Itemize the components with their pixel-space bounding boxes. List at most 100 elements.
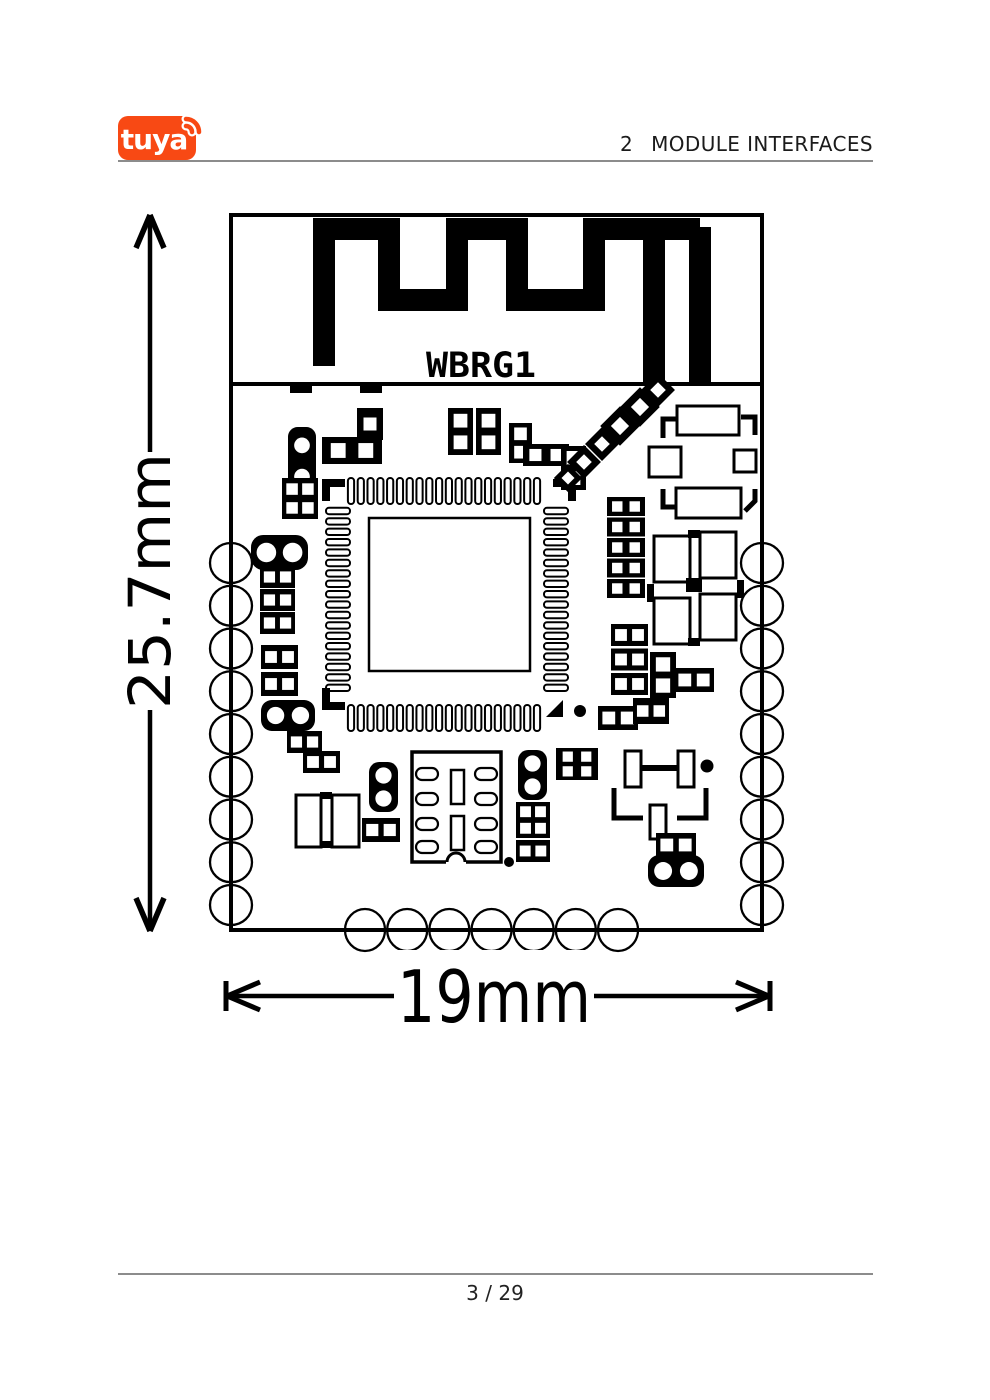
horizontal-dimension: 19mm bbox=[223, 950, 773, 1039]
castellation-pad bbox=[739, 670, 785, 713]
smd-component bbox=[698, 530, 738, 580]
qfn-pad bbox=[543, 558, 569, 568]
qfn-pad bbox=[425, 704, 434, 732]
qfn-pad bbox=[435, 704, 444, 732]
smd-component bbox=[414, 839, 440, 855]
smd-component bbox=[369, 762, 398, 812]
castellation-pad bbox=[739, 712, 785, 756]
qfn-body-outline bbox=[367, 516, 532, 673]
height-dimension-label: 25.7mm bbox=[116, 453, 184, 709]
smd-component bbox=[737, 580, 744, 598]
qfn-pad bbox=[325, 600, 351, 609]
smd-component bbox=[611, 624, 648, 646]
qfn-pad bbox=[325, 579, 351, 588]
qfn-pad bbox=[346, 704, 356, 732]
pin1-dot-marker bbox=[574, 705, 586, 717]
castellation-pad bbox=[739, 841, 785, 884]
qfn-pad bbox=[395, 704, 405, 732]
smd-component bbox=[607, 558, 645, 578]
qfn-pad bbox=[376, 477, 385, 505]
smd-component bbox=[260, 566, 295, 588]
smd-component bbox=[607, 579, 645, 598]
smd-component bbox=[473, 839, 499, 855]
smd-component bbox=[473, 791, 499, 807]
qfn-pad bbox=[543, 631, 569, 640]
smd-component bbox=[523, 444, 569, 466]
smd-component bbox=[650, 652, 676, 698]
smd-component bbox=[633, 698, 669, 724]
smd-component bbox=[518, 750, 547, 800]
qfn-pad bbox=[513, 477, 522, 505]
castellation-pad bbox=[208, 755, 254, 798]
antenna-trace bbox=[313, 218, 711, 382]
footer-rule bbox=[118, 1273, 873, 1275]
qfn-pad bbox=[415, 704, 424, 732]
logo-wordmark: tuya bbox=[121, 123, 187, 156]
qfn-pad bbox=[532, 477, 542, 505]
smd-component bbox=[362, 818, 400, 842]
castellation-pad bbox=[739, 627, 785, 670]
qfn-pad bbox=[523, 704, 532, 732]
qfn-pad bbox=[325, 621, 351, 630]
qfn-pad bbox=[325, 662, 351, 672]
qfn-pad bbox=[543, 517, 569, 526]
smd-component bbox=[648, 855, 704, 887]
qfn-pad bbox=[543, 569, 569, 578]
castellation-pad bbox=[208, 841, 254, 884]
tuya-logo-box bbox=[118, 116, 196, 160]
qfn-pad bbox=[425, 477, 434, 505]
smd-component bbox=[611, 648, 648, 671]
smd-component bbox=[647, 584, 654, 602]
qfn-pad bbox=[325, 642, 351, 651]
castellation-pad bbox=[739, 798, 785, 841]
smd-component bbox=[476, 408, 501, 455]
qfn-pad bbox=[325, 517, 351, 526]
qfn-pad bbox=[325, 652, 351, 661]
qfn-pad bbox=[395, 477, 405, 505]
castellation-pad bbox=[208, 627, 254, 670]
smd-component bbox=[322, 437, 382, 464]
smd-component bbox=[414, 816, 440, 832]
smd-component bbox=[330, 793, 361, 849]
smd-component bbox=[445, 851, 467, 863]
qfn-pad bbox=[474, 477, 483, 505]
qfn-pads bbox=[325, 477, 569, 732]
smd-component bbox=[698, 592, 738, 642]
qfn-pad bbox=[386, 477, 395, 505]
width-dimension-label: 19mm bbox=[397, 955, 591, 1039]
ground-stub bbox=[360, 384, 382, 393]
smd-component bbox=[516, 802, 550, 838]
qfn-pad bbox=[405, 704, 414, 732]
castellation-pad bbox=[739, 883, 785, 927]
signal-arc-big-icon bbox=[183, 116, 202, 135]
page-indicator: 3 / 29 bbox=[466, 1281, 524, 1305]
smd-component bbox=[607, 538, 645, 557]
qfn-pad bbox=[464, 477, 473, 505]
module-name-label: WBRG1 bbox=[426, 346, 536, 386]
qfn-pad bbox=[543, 683, 569, 692]
arrow-down-icon bbox=[133, 896, 167, 933]
signal-arc-small-icon bbox=[183, 123, 195, 135]
smd-component bbox=[677, 788, 709, 821]
smd-component bbox=[446, 859, 466, 865]
smd-component bbox=[260, 612, 295, 634]
section-title: MODULE INTERFACES bbox=[651, 132, 873, 156]
castellation-pad bbox=[208, 712, 254, 756]
castellation-pad bbox=[208, 883, 254, 927]
qfn-pad bbox=[325, 558, 351, 568]
smd-component bbox=[675, 404, 741, 437]
qfn-pad bbox=[454, 477, 463, 505]
edge-castellation-pads bbox=[208, 541, 785, 953]
component-layer bbox=[251, 373, 758, 887]
smd-component bbox=[688, 638, 700, 646]
qfn-pad bbox=[543, 590, 569, 599]
header-rule bbox=[118, 160, 873, 162]
qfn-pad bbox=[444, 704, 453, 732]
smd-component bbox=[700, 759, 714, 773]
smd-component bbox=[652, 534, 692, 584]
smd-component bbox=[414, 766, 440, 782]
qfn-pad bbox=[543, 527, 569, 536]
qfn-pad bbox=[346, 477, 356, 505]
smd-component bbox=[282, 478, 318, 519]
